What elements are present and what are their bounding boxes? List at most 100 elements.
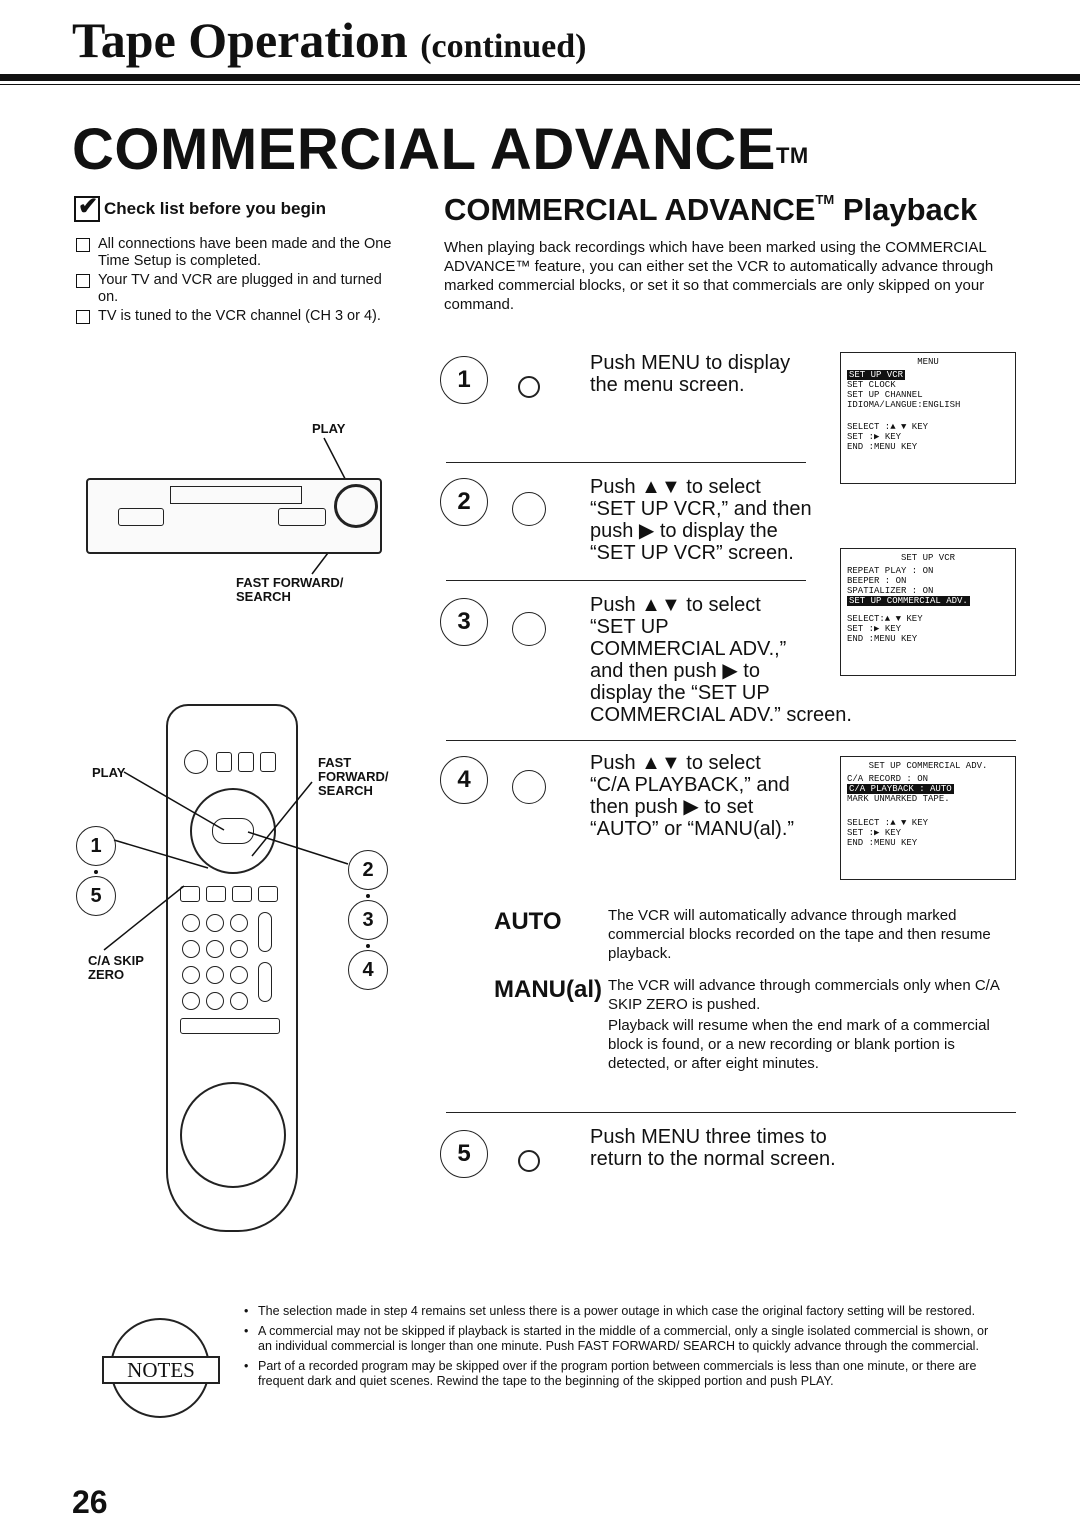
setup-vcr-key: SELECT:▲ ▼ KEY xyxy=(847,614,923,624)
header-rule-thin xyxy=(0,84,1080,85)
number-2-button-icon xyxy=(206,914,224,932)
vcr-tape-slot xyxy=(170,486,302,504)
step-4-line: then push ▶ to set xyxy=(590,796,754,818)
step-ref-5: 5 xyxy=(76,876,116,916)
number-1-button-icon xyxy=(182,914,200,932)
number-8-button-icon xyxy=(206,966,224,984)
setup-vcr-key: END :MENU KEY xyxy=(847,634,918,644)
slow-button-icon xyxy=(232,886,252,902)
notes-badge-label: NOTES xyxy=(102,1356,220,1384)
checklist-heading-text: Check list before you begin xyxy=(104,199,326,218)
number-7-button-icon xyxy=(182,966,200,984)
pause-button-icon xyxy=(206,886,226,902)
step-4-line: Push ▲▼ to select xyxy=(590,752,761,774)
checklist-item-text: Your TV and VCR are plugged in and turne… xyxy=(98,272,382,305)
vcr-play-label: PLAY xyxy=(312,421,346,436)
note-item: •Part of a recorded program may be skipp… xyxy=(244,1359,1004,1389)
number-3-button-icon xyxy=(230,914,248,932)
checklist-item: Your TV and VCR are plugged in and turne… xyxy=(76,272,396,306)
checklist-heading: Check list before you begin xyxy=(74,192,326,222)
checkbox-icon xyxy=(76,310,90,324)
step-1-text: Push MENU to display the menu screen. xyxy=(590,352,790,396)
bullet-icon: • xyxy=(244,1304,249,1318)
checklist-item: TV is tuned to the VCR channel (CH 3 or … xyxy=(76,308,396,325)
setup-ca-screen-title: SET UP COMMERCIAL ADV. xyxy=(868,761,988,771)
setup-vcr-item: BEEPER : ON xyxy=(847,576,907,586)
number-6-button-icon xyxy=(230,940,248,958)
vcr-button-panel xyxy=(278,508,326,526)
setup-ca-key: SET :▶ KEY xyxy=(847,828,902,838)
step-3-text: Push ▲▼ to select “SET UP COMMERCIAL ADV… xyxy=(590,594,852,726)
note-item: •The selection made in step 4 remains se… xyxy=(244,1304,1004,1319)
step-ref-2: 2 xyxy=(348,850,388,890)
dpad-icon xyxy=(512,492,546,526)
menu-screen-title: MENU xyxy=(917,357,939,367)
page-title-text: COMMERCIAL ADVANCE xyxy=(72,117,776,182)
step-5-line: return to the normal screen. xyxy=(590,1148,836,1170)
vcr-ff-label-text: FAST FORWARD/ SEARCH xyxy=(236,575,344,604)
step-divider xyxy=(446,462,806,463)
step-1-line: the menu screen. xyxy=(590,374,745,396)
step-2-line: “SET UP VCR,” and then xyxy=(590,498,812,520)
setup-vcr-screen-title: SET UP VCR xyxy=(900,553,955,563)
step-ref-dot xyxy=(366,944,370,948)
number-0-button-icon xyxy=(206,992,224,1010)
menu-screen-item: SET CLOCK xyxy=(847,380,896,390)
setup-vcr-item: SPATIALIZER : ON xyxy=(847,586,934,596)
step-3-number: 3 xyxy=(440,598,488,646)
trademark-mark: TM xyxy=(815,192,835,207)
step-ref-3: 3 xyxy=(348,900,388,940)
setup-vcr-selected-item: SET UP COMMERCIAL ADV. xyxy=(847,596,970,606)
setup-ca-key: END :MENU KEY xyxy=(847,838,918,848)
menu-screen-item: IDIOMA/LANGUE:ENGLISH xyxy=(847,400,961,410)
manual-mode-label: MANU(al) xyxy=(494,976,602,1003)
step-1-line: Push MENU to display xyxy=(590,352,791,374)
setup-ca-item: C/A RECORD : ON xyxy=(847,774,929,784)
step-ref-dot xyxy=(94,870,98,874)
vcr-jog-dial xyxy=(334,484,378,528)
menu-screen-key: SELECT :▲ ▼ KEY xyxy=(847,422,929,432)
channel-rocker-icon xyxy=(258,912,272,952)
setup-ca-key: SELECT :▲ ▼ KEY xyxy=(847,818,929,828)
section-title-continued: (continued) xyxy=(420,28,587,65)
menu-screen-key: SET :▶ KEY xyxy=(847,432,902,442)
checkmark-icon xyxy=(74,192,100,222)
number-100-button-icon xyxy=(182,992,200,1010)
playback-heading-suffix: Playback xyxy=(842,192,978,227)
vcr-button-icon xyxy=(216,752,232,772)
step-4-text: Push ▲▼ to select “C/A PLAYBACK,” and th… xyxy=(590,752,794,840)
bullet-icon: • xyxy=(244,1359,249,1373)
checklist-item-text: All connections have been made and the O… xyxy=(98,236,392,269)
step-ref-4: 4 xyxy=(348,950,388,990)
step-5-text: Push MENU three times to return to the n… xyxy=(590,1126,836,1170)
setup-vcr-item: REPEAT PLAY : ON xyxy=(847,566,934,576)
number-9-button-icon xyxy=(230,966,248,984)
add-delete-button-icon xyxy=(230,992,248,1010)
vcr-illustration xyxy=(86,478,382,554)
remote-caskip-label-text: C/A SKIP ZERO xyxy=(88,953,144,982)
manual-mode-description: The VCR will advance through commercials… xyxy=(608,977,1000,1013)
menu-button-icon xyxy=(518,376,540,398)
menu-screen-selected-item: SET UP VCR xyxy=(847,370,906,380)
remote-jog-dial xyxy=(180,1082,286,1188)
step-2-text: Push ▲▼ to select “SET UP VCR,” and then… xyxy=(590,476,812,564)
dpad-icon xyxy=(512,612,546,646)
trademark-mark: TM xyxy=(775,143,809,168)
vcr-button-panel xyxy=(118,508,164,526)
remote-dpad-icon xyxy=(190,788,276,874)
step-3-line: and then push ▶ to xyxy=(590,660,760,682)
header-rule xyxy=(0,74,1080,81)
setup-ca-screen: SET UP COMMERCIAL ADV. C/A RECORD : ON C… xyxy=(840,756,1016,880)
section-title: Tape Operation (continued) xyxy=(72,12,586,75)
remote-caskip-label: C/A SKIP ZERO xyxy=(88,954,148,982)
step-ref-1: 1 xyxy=(76,826,116,866)
playback-heading: COMMERCIAL ADVANCETM Playback xyxy=(444,192,977,228)
remote-ff-label: FAST FORWARD/ SEARCH xyxy=(318,756,402,798)
step-2-number: 2 xyxy=(440,478,488,526)
step-4-line: “AUTO” or “MANU(al).” xyxy=(590,818,795,840)
step-ref-dot xyxy=(366,894,370,898)
step-3-line: display the “SET UP xyxy=(590,682,770,704)
number-5-button-icon xyxy=(206,940,224,958)
number-4-button-icon xyxy=(182,940,200,958)
page-title: COMMERCIAL ADVANCETM xyxy=(72,118,809,182)
